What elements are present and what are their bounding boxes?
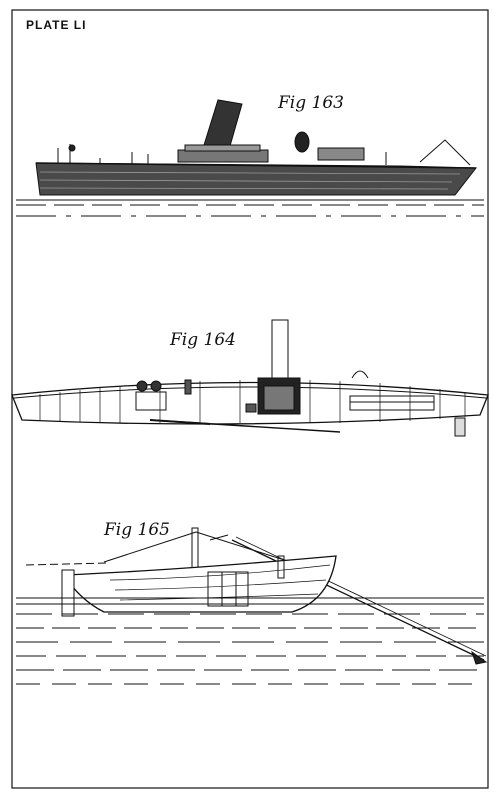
fig165-water (16, 597, 484, 685)
fig-164-label: Fig 164 (170, 330, 236, 350)
fig-165-label: Fig 165 (104, 520, 170, 540)
fig-163-label: Fig 163 (278, 93, 344, 113)
plate-border (11, 9, 489, 789)
fig164-drawing (11, 319, 489, 437)
fig165-drawing (25, 527, 488, 665)
fig163-water (16, 199, 484, 217)
plate-title: PLATE LI (26, 18, 87, 32)
fig163-drawing (35, 99, 478, 196)
